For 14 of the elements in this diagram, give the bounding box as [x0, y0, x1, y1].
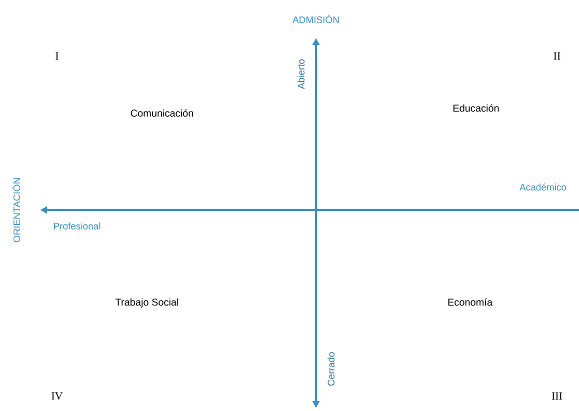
quadrant-number: II [554, 52, 560, 60]
axis-label: ORIENTACIÓN [12, 178, 20, 242]
axis-label: Profesional [54, 222, 100, 230]
quadrant-label: Trabajo Social [115, 298, 178, 308]
quadrant-label: Comunicación [130, 109, 194, 117]
quadrant-number: I [56, 52, 58, 60]
axis-end-label: Abierto [298, 59, 304, 90]
quadrant-number: III [552, 392, 562, 400]
axis-label: Académico [520, 183, 566, 191]
axis-end-label: Cerrado [328, 352, 334, 386]
quadrant-label: Economía [448, 298, 493, 306]
axis-label: ADMISIÓN [292, 14, 339, 24]
quadrant-number: IV [52, 392, 63, 400]
quadrant-label: Educación [453, 104, 499, 112]
